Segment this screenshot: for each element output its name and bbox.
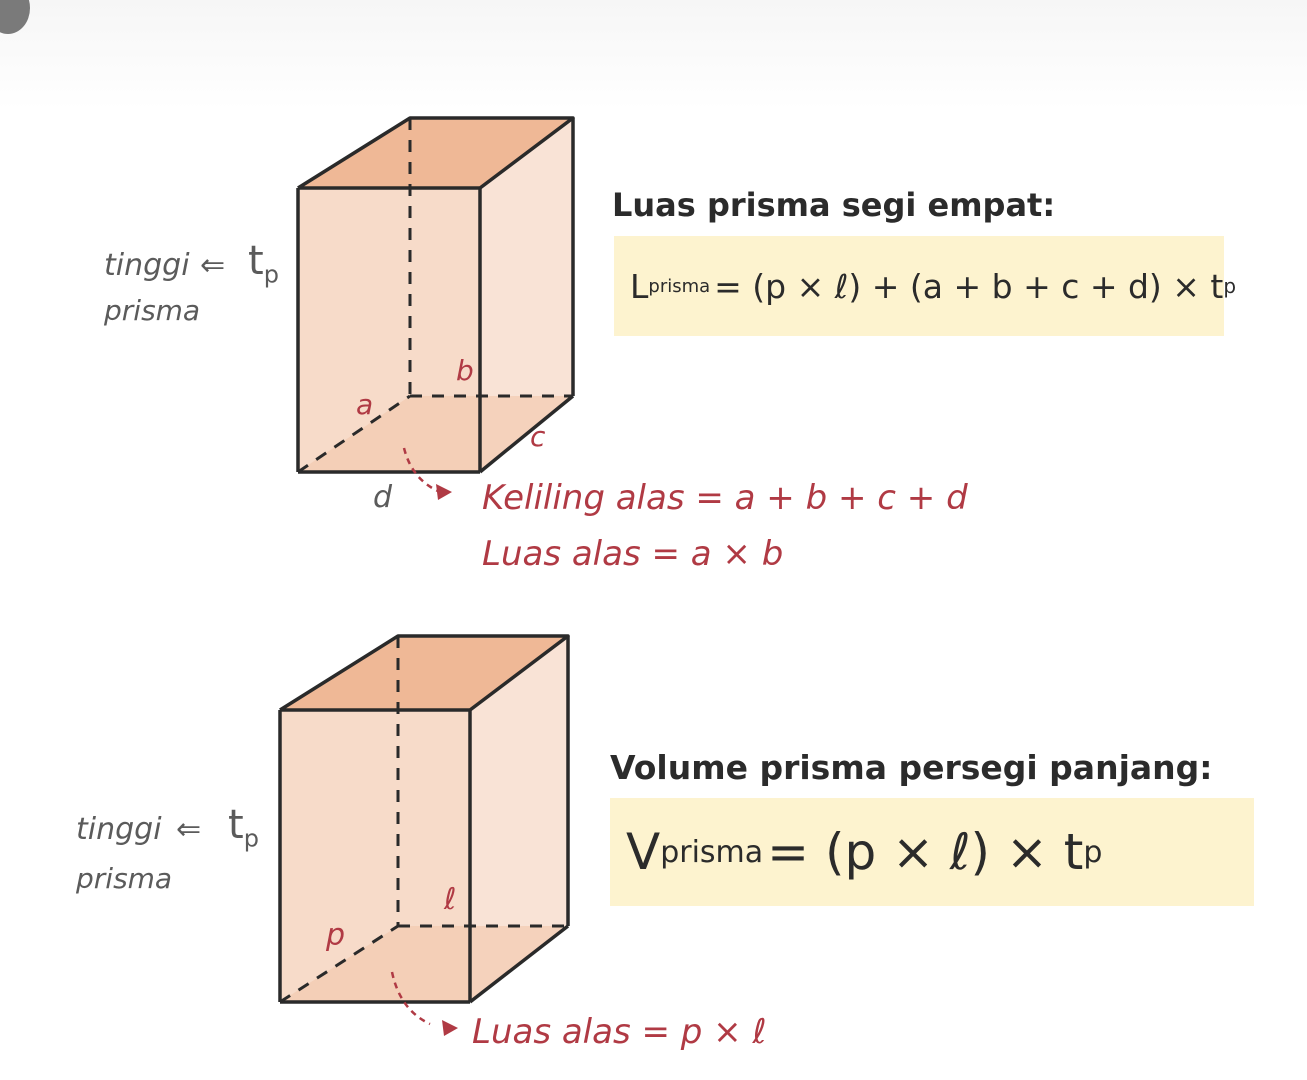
- prism2-side-face: [470, 636, 568, 1002]
- prism1-arrow-head: [436, 484, 452, 500]
- prism1-formula-subscript: prisma: [648, 275, 711, 297]
- prism2-base-shade: [280, 926, 568, 1002]
- prism1-edge-label-c: c: [530, 420, 546, 453]
- prism2-area-arrow: [390, 971, 431, 1026]
- prism1-side-face: [480, 118, 573, 472]
- prism1-height-symbol: tp: [248, 238, 279, 289]
- prism1-formula-rhs-subscript: p: [1223, 274, 1237, 298]
- prism1-height-arrow: ⇐: [200, 248, 226, 283]
- prism2-bottom-right-edge: [468, 924, 570, 1004]
- prism1-area-note: Luas alas = a × b: [482, 534, 784, 574]
- prism1-hidden-left-edge: [297, 394, 411, 474]
- prism1-edge-label-a: a: [356, 388, 374, 421]
- prism1-formula-heading: Luas prisma segi empat:: [612, 186, 1056, 224]
- prism2-edge-label-p: p: [326, 918, 346, 953]
- prism1-area-arrow: [402, 447, 441, 494]
- prism2-top-face: [280, 636, 568, 710]
- prism2-height-label-line1: tinggi: [76, 812, 162, 847]
- prism2-edge-label-l: ℓ: [444, 882, 457, 917]
- prism1-top-face: [298, 118, 573, 188]
- prism2-formula-rhs-subscript: p: [1083, 834, 1103, 870]
- prism2-formula-subscript: prisma: [660, 834, 764, 870]
- prism1-edge-label-d: d: [373, 480, 393, 515]
- prism2-formula-symbol: V: [626, 823, 661, 881]
- prism1-height-label-line2: prisma: [104, 294, 201, 327]
- prism2-formula-heading: Volume prisma persegi panjang:: [610, 748, 1213, 787]
- prism2-arrow-head: [442, 1020, 458, 1036]
- prism1-edge-label-b: b: [456, 354, 474, 387]
- prism2-area-note: Luas alas = p × ℓ: [472, 1012, 767, 1052]
- prism2-height-label-line2: prisma: [76, 862, 173, 895]
- prism1-height-label-line1: tinggi: [104, 248, 190, 283]
- prism2-height-arrow: ⇐: [176, 812, 202, 847]
- prism2-height-symbol: tp: [228, 802, 259, 853]
- prism1-base-shade: [298, 396, 573, 472]
- prism1-perimeter-note: Keliling alas = a + b + c + d: [482, 478, 968, 518]
- top-background: [0, 0, 1307, 110]
- prism2-formula-rhs: = (p × ℓ) × t: [767, 823, 1084, 881]
- prism2-hidden-left-edge: [279, 924, 399, 1004]
- prism1-formula-symbol: L: [630, 266, 649, 306]
- prism1-formula-rhs: = (p × ℓ) + (a + b + c + d) × t: [714, 266, 1224, 306]
- prism1-bottom-right-edge: [478, 394, 575, 474]
